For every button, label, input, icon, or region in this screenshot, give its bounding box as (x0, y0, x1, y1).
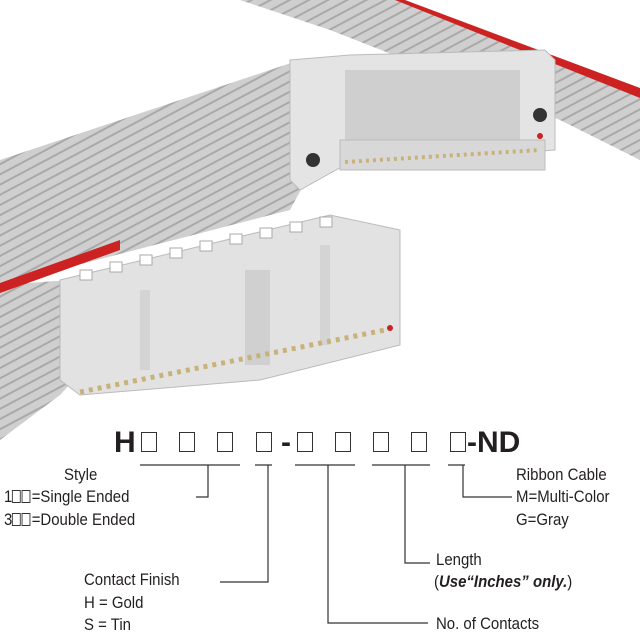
style-option-single: 1=Single Ended (4, 487, 130, 506)
length-digit-box (373, 432, 389, 452)
ribbon-cable-upper (240, 0, 640, 160)
part-number-separator: - (281, 426, 291, 459)
length-note: (Use“Inches” only.) (434, 572, 573, 591)
length-title: Length (436, 550, 482, 569)
lower-connector (59, 214, 401, 396)
red-stripe-upper (395, 0, 640, 98)
red-stripe-lower (0, 240, 120, 293)
style-digit-box (179, 432, 195, 452)
contacts-title: No. of Contacts (436, 614, 540, 633)
ribbon-multicolor: M=Multi-Color (516, 487, 610, 506)
ribbon-cable-middle (0, 60, 360, 285)
part-number-suffix: -ND (467, 426, 521, 459)
ribbon-type-box (450, 432, 466, 452)
contacts-digit-box (335, 432, 351, 452)
contact-finish-title: Contact Finish (84, 570, 180, 589)
contact-finish-tin: S = Tin (84, 615, 131, 634)
upper-connector (289, 49, 556, 191)
callout-lines (140, 464, 512, 624)
contact-finish-box (256, 432, 272, 452)
ribbon-gray: G=Gray (516, 510, 569, 529)
style-digit-box (217, 432, 233, 452)
style-digit-box (141, 432, 157, 452)
length-digit-box (411, 432, 427, 452)
style-option-double: 3=Double Ended (4, 510, 136, 529)
ribbon-title: Ribbon Cable (516, 465, 607, 484)
contact-finish-gold: H = Gold (84, 593, 144, 612)
part-number-prefix: H (114, 426, 136, 459)
style-title: Style (64, 465, 98, 484)
contacts-digit-box (297, 432, 313, 452)
